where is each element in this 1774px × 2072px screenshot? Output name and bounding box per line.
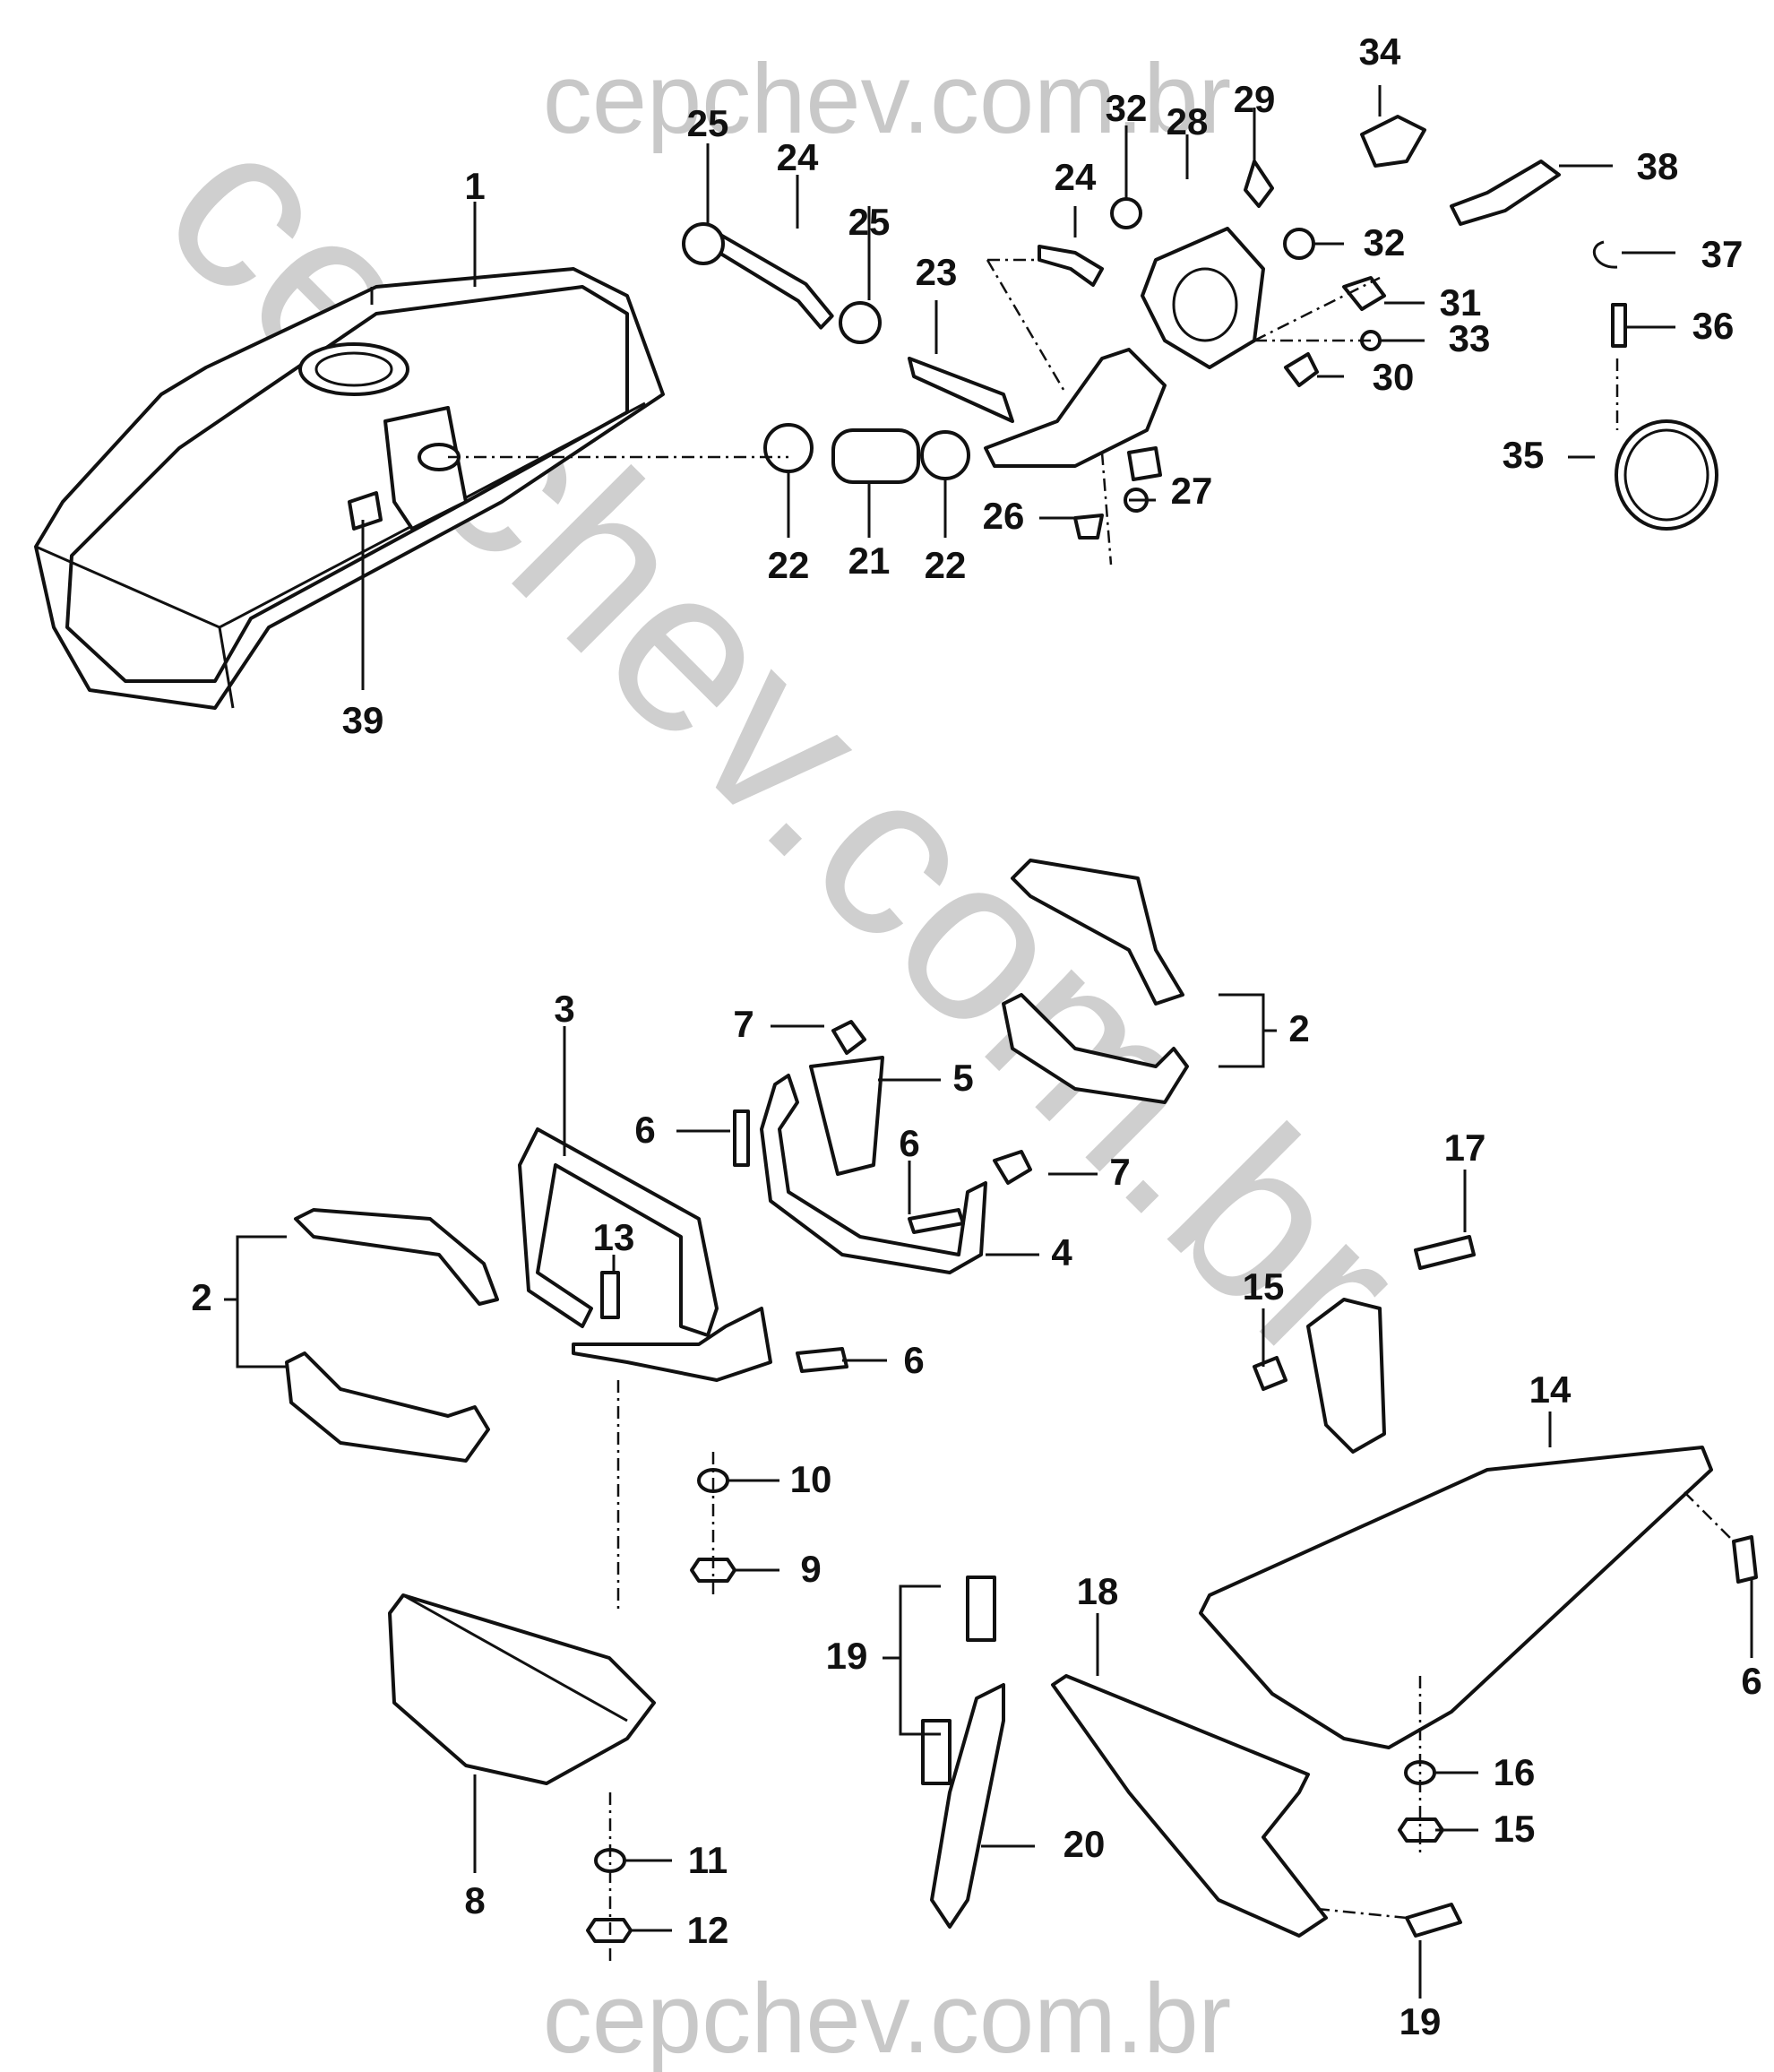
filler-hoses-part [448, 115, 1718, 565]
callout-1: 1 [464, 165, 485, 207]
callout-6: 6 [899, 1122, 919, 1164]
callout-19: 19 [826, 1635, 868, 1677]
callout-13: 13 [593, 1216, 635, 1258]
callout-36: 36 [1692, 305, 1735, 347]
callout-32: 32 [1106, 87, 1148, 129]
callout-6: 6 [634, 1109, 655, 1151]
callout-37: 37 [1701, 233, 1744, 275]
callout-30: 30 [1373, 356, 1415, 398]
callout-15: 15 [1494, 1808, 1536, 1850]
callout-12: 12 [687, 1909, 729, 1951]
callout-34: 34 [1359, 30, 1401, 73]
callout-20: 20 [1064, 1823, 1106, 1865]
callout-9: 9 [800, 1548, 821, 1590]
callout-4: 4 [1051, 1231, 1072, 1273]
callout-29: 29 [1234, 78, 1276, 120]
callout-24: 24 [777, 136, 819, 178]
fuel-tank-part [34, 267, 665, 710]
callout-24: 24 [1055, 156, 1097, 198]
watermark-top: cepchev.com.br [543, 44, 1231, 154]
callout-7: 7 [1109, 1151, 1130, 1193]
leader-lines [224, 85, 1753, 1999]
callout-25: 25 [848, 201, 891, 243]
callout-10: 10 [790, 1458, 832, 1500]
callout-19: 19 [1399, 2000, 1442, 2042]
callout-32: 32 [1364, 221, 1406, 263]
callout-14: 14 [1529, 1368, 1572, 1411]
callout-3: 3 [554, 988, 574, 1030]
callout-6: 6 [903, 1339, 924, 1381]
callout-11: 11 [688, 1839, 728, 1881]
callout-38: 38 [1637, 145, 1679, 187]
callout-16: 16 [1494, 1751, 1536, 1793]
callout-39: 39 [342, 699, 384, 741]
callout-7: 7 [733, 1003, 754, 1045]
callout-5: 5 [952, 1057, 973, 1099]
callout-25: 25 [687, 102, 729, 144]
callout-18: 18 [1077, 1570, 1119, 1612]
callout-6: 6 [1741, 1660, 1761, 1702]
callout-26: 26 [983, 495, 1025, 537]
callout-2: 2 [191, 1276, 211, 1318]
callout-35: 35 [1503, 434, 1545, 476]
callout-22: 22 [768, 544, 810, 586]
callout-8: 8 [464, 1879, 485, 1921]
callout-31: 31 [1440, 281, 1482, 324]
callout-15: 15 [1243, 1265, 1285, 1308]
callout-23: 23 [916, 251, 958, 293]
callout-22: 22 [925, 544, 967, 586]
callout-28: 28 [1167, 100, 1209, 142]
callout-21: 21 [848, 540, 891, 582]
callout-2: 2 [1288, 1007, 1309, 1049]
watermark-bottom: cepchev.com.br [543, 1964, 1231, 2072]
callout-33: 33 [1449, 317, 1491, 359]
callout-labels: 1 2 2 3 4 5 6 6 6 6 7 7 8 9 10 11 12 13 … [191, 30, 1761, 2042]
tank-brackets-part [285, 859, 1758, 1963]
callout-17: 17 [1444, 1127, 1486, 1169]
callout-27: 27 [1171, 470, 1213, 512]
